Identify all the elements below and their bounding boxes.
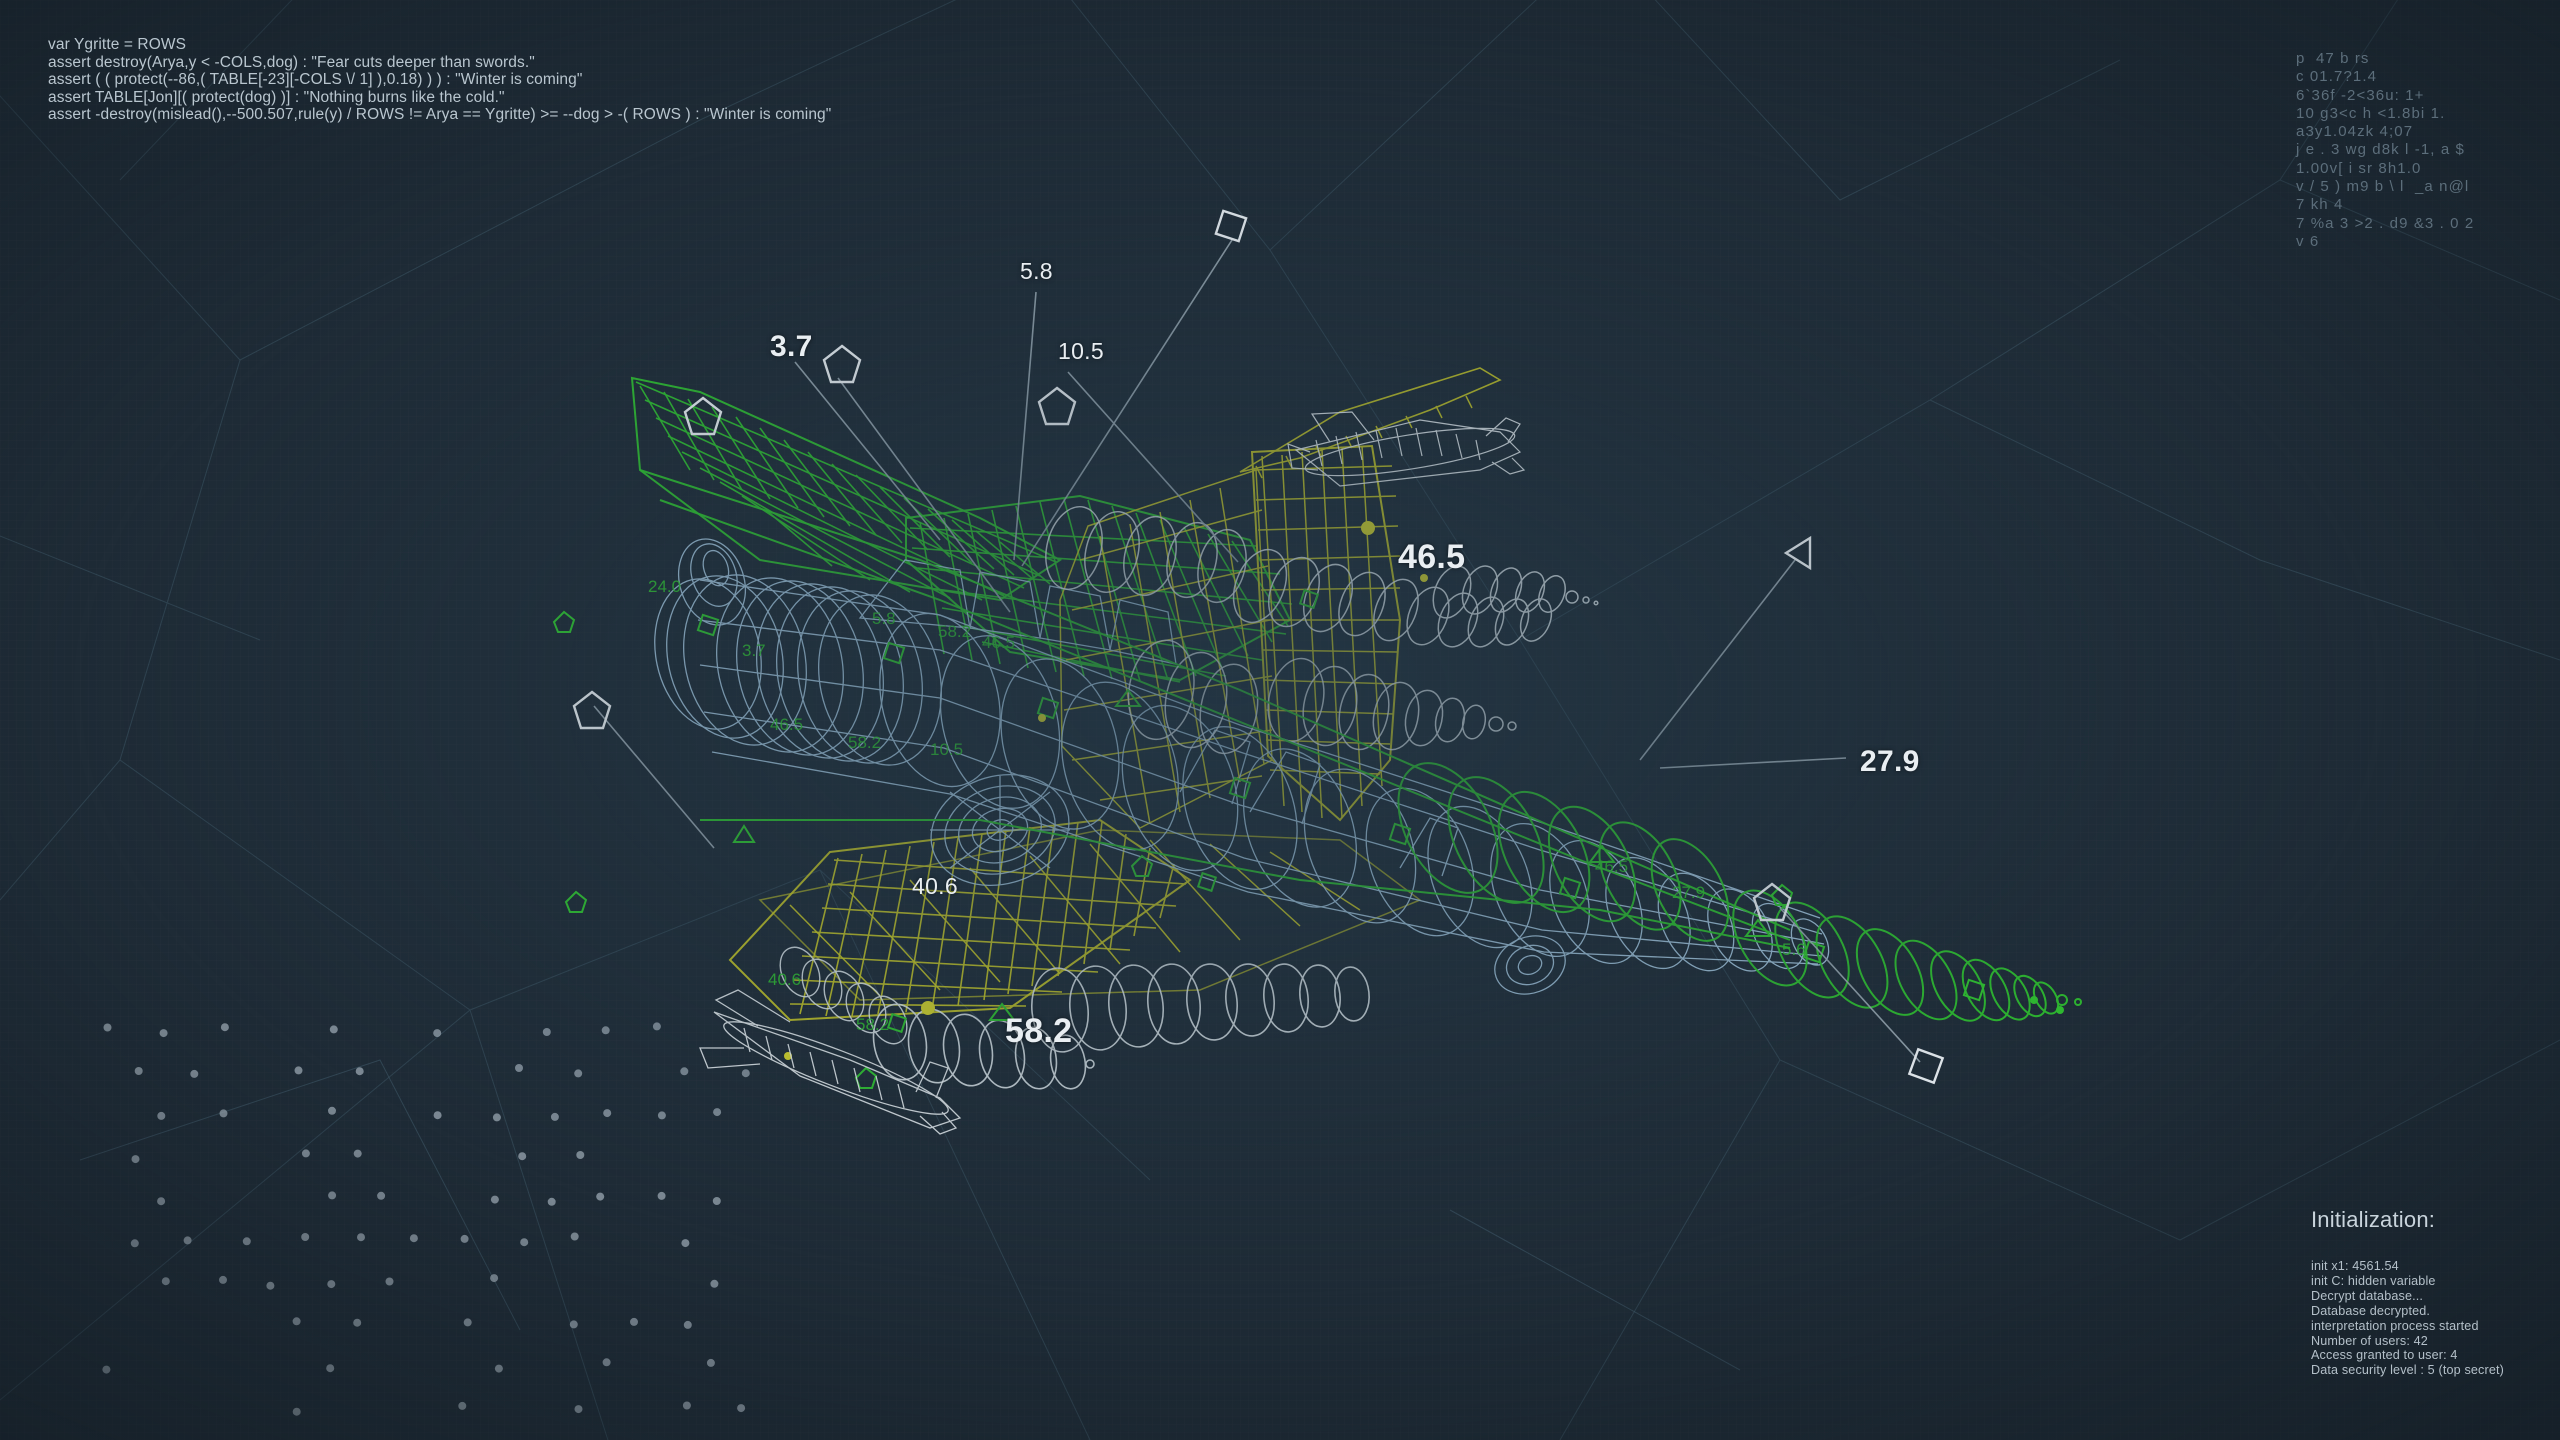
init-log-line: Access granted to user: 4 (2311, 1348, 2504, 1363)
code-line: assert -destroy(mislead(),--500.507,rule… (48, 106, 831, 124)
init-log-line: Number of users: 42 (2311, 1334, 2504, 1349)
inline-green-label: 58.2 (848, 733, 881, 752)
telemetry-line: a3y1.04zk 4;07 (2296, 123, 2516, 141)
callout-label-c-58-2: 58.2 (1005, 1012, 1072, 1051)
inline-green-label: 40.6 (768, 970, 801, 989)
inline-green-label: 46.5 (1595, 857, 1628, 876)
telemetry-line: 7 kh 4 (2296, 196, 2516, 214)
callout-label-c-5-8: 5.8 (1020, 258, 1053, 285)
code-line: assert TABLE[Jon][( protect(dog) )] : "N… (48, 89, 831, 107)
callout-label-c-10-5: 10.5 (1058, 338, 1104, 365)
telemetry-line: j e . 3 wg d8k l -1, a $ (2296, 141, 2516, 159)
inline-green-label: 27.9 (1672, 883, 1705, 902)
telemetry-line: 10 g3<c h <1.8bi 1. (2296, 105, 2516, 123)
code-line: assert ( ( protect(--86,( TABLE[-23][-CO… (48, 71, 831, 89)
inline-green-label: 5.6 (1782, 940, 1806, 959)
inline-green-label: 58.2 (938, 622, 971, 641)
telemetry-line: c 01.7?1.4 (2296, 68, 2516, 86)
inline-green-label: 5.8 (872, 609, 896, 628)
assertion-code-overlay: var Ygritte = ROWSassert destroy(Arya,y … (48, 36, 831, 124)
inline-green-label: 24.0 (648, 577, 681, 596)
init-log-line: Data security level : 5 (top secret) (2311, 1363, 2504, 1378)
initialization-lines: init x1: 4561.54init C: hidden variableD… (2311, 1259, 2504, 1378)
init-log-line: init C: hidden variable (2311, 1274, 2504, 1289)
init-log-line: init x1: 4561.54 (2311, 1259, 2504, 1274)
telemetry-line: p 47 b rs (2296, 50, 2516, 68)
telemetry-line: 7 %a 3 >2 . d9 &3 . 0 2 (2296, 215, 2516, 233)
telemetry-line: 6`36f -2<36u: 1+ (2296, 87, 2516, 105)
telemetry-line: v 6 (2296, 233, 2516, 251)
inline-green-label: 3.7 (742, 641, 766, 660)
callout-label-c-27-9: 27.9 (1860, 745, 1920, 779)
telemetry-line: 1.00v[ i sr 8h1.0 (2296, 160, 2516, 178)
inline-green-label: 46.5 (982, 633, 1015, 652)
initialization-title: Initialization: (2311, 1207, 2504, 1233)
callout-label-c-46-5: 46.5 (1398, 538, 1465, 577)
raw-telemetry-overlay: p 47 b rsc 01.7?1.46`36f -2<36u: 1+10 g3… (2296, 50, 2516, 251)
callout-label-c-3-7: 3.7 (770, 330, 813, 364)
init-log-line: Database decrypted. (2311, 1304, 2504, 1319)
inline-green-label: 46.5 (770, 715, 803, 734)
callout-label-c-40-6: 40.6 (912, 873, 958, 900)
code-line: var Ygritte = ROWS (48, 36, 831, 54)
inline-green-label: 58.2 (856, 1015, 889, 1034)
init-log-line: Decrypt database... (2311, 1289, 2504, 1304)
code-line: assert destroy(Arya,y < -COLS,dog) : "Fe… (48, 54, 831, 72)
telemetry-line: v / 5 ) m9 b \ l _a n@l (2296, 178, 2516, 196)
init-log-line: interpretation process started (2311, 1319, 2504, 1334)
inline-green-label: 10.5 (930, 740, 963, 759)
initialization-log: Initialization: init x1: 4561.54init C: … (2311, 1207, 2504, 1378)
